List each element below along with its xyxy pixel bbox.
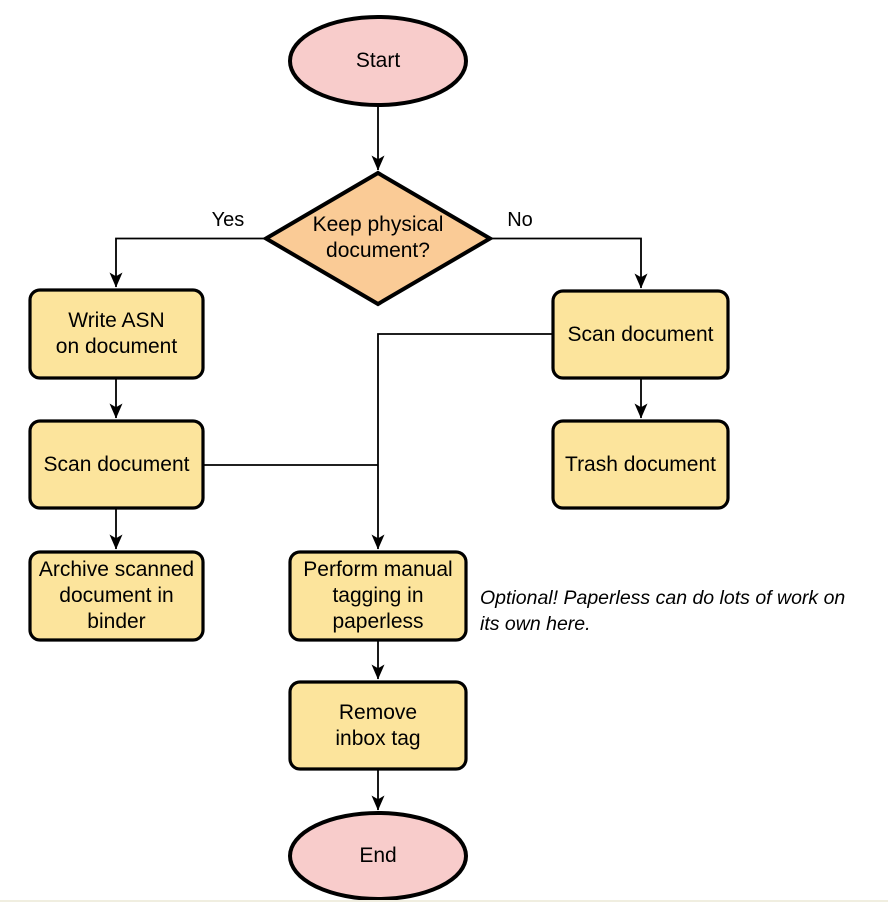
write-asn-node-label: Write ASN on document [55, 309, 178, 358]
end-node-shape [288, 811, 468, 901]
start-node-shape [288, 15, 468, 107]
scan-right-node-shape [551, 289, 730, 380]
start-node-label: Start [355, 49, 401, 72]
decision-node-shape [262, 170, 494, 307]
scan-left-node-label: Scan document [43, 452, 190, 476]
write-asn-node-shape [28, 288, 205, 380]
optional-annotation-text: Optional! Paperless can do lots of work … [480, 587, 846, 635]
archive-node-label: Archive scanned document in binder [38, 558, 195, 633]
scan-right-node-label: Scan document [567, 322, 714, 346]
end-node-label: End [359, 844, 397, 867]
trash-node-shape [551, 419, 730, 510]
edge-label-no: No [507, 208, 533, 231]
edge-decision-no-to-scan-right [490, 237, 648, 289]
remove-inbox-node-shape [288, 680, 468, 771]
page-bottom-divider [0, 900, 888, 902]
remove-inbox-node-label: Remove inbox tag [335, 700, 421, 750]
decision-node-label: Keep physical document? [312, 213, 444, 262]
edge-decision-yes-to-write-asn [109, 237, 266, 288]
archive-node-shape [28, 550, 205, 642]
tagging-node-shape [288, 550, 468, 642]
trash-node-label: Trash document [565, 452, 716, 476]
edge-label-yes: Yes [211, 208, 245, 231]
scan-left-node-shape [28, 419, 205, 510]
edge-scan-right-to-tagging [371, 333, 553, 550]
tagging-node-label: Perform manual tagging in paperless [303, 558, 453, 633]
